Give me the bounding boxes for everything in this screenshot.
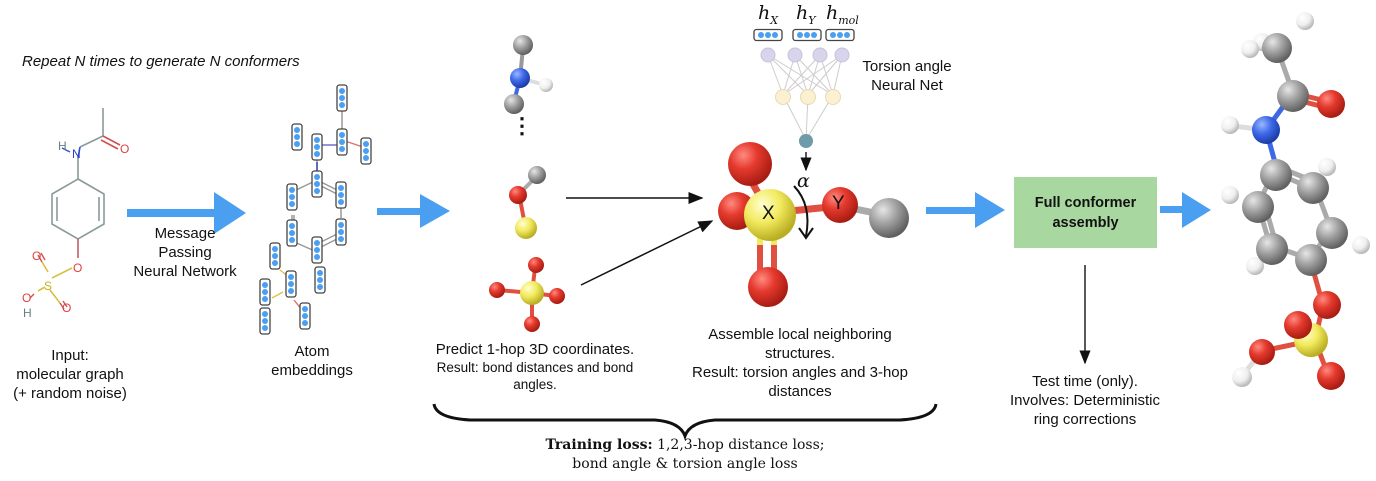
h-y-embedding [792, 28, 822, 42]
embeddings-caption-line: embeddings [271, 362, 353, 379]
atom-n-label: N [72, 147, 81, 161]
atom-embedding [269, 242, 281, 270]
assembly-box-line: Full conformer [1034, 194, 1137, 211]
h-subscript: Y [808, 13, 816, 27]
fragment-ester-oxygen [509, 166, 546, 239]
training-loss-heading: Training loss: [545, 437, 653, 453]
one-hop-caption: Predict 1-hop 3D coordinates. Result: bo… [400, 340, 670, 393]
atom-embedding [311, 170, 323, 198]
torsion-neural-net [753, 28, 855, 172]
atom-embedding [311, 236, 323, 264]
fragment-sulfonate [489, 257, 565, 332]
h-mol-label: hmol [826, 2, 859, 27]
flow-arrow [926, 192, 1005, 228]
test-time-note-line: Test time (only). [1032, 373, 1138, 390]
flow-arrow [1160, 192, 1211, 228]
atom-h-label: H [58, 139, 67, 153]
one-hop-caption-line: Predict 1-hop 3D coordinates. [435, 341, 635, 358]
atom-o-label: O [62, 301, 71, 315]
atom-embedding [360, 137, 372, 165]
embeddings-caption-line: Atom [294, 343, 330, 360]
h-y-label: hY [796, 2, 816, 27]
one-hop-caption-line: Result: bond distances and bond [436, 360, 634, 375]
flow-arrow [377, 194, 450, 228]
repeat-caption: Repeat N times to generate N conformers [22, 53, 300, 70]
fragment-amine [504, 35, 553, 114]
atom-o-label: O [120, 142, 129, 156]
atom-o-label: O [32, 249, 41, 263]
torsion-caption-line: distances [768, 383, 832, 400]
h-x-label: hX [758, 2, 778, 27]
training-loss-text: 1,2,3-hop distance loss; [652, 437, 825, 453]
local-structure [718, 142, 909, 307]
atom-embedding [259, 307, 271, 335]
alpha-label: α [797, 170, 810, 192]
training-brace [432, 403, 938, 441]
atom-embedding [286, 183, 298, 211]
atom-embedding [336, 84, 348, 112]
atom-embedding [285, 270, 297, 298]
test-time-note-line: Involves: Deterministic [1009, 392, 1161, 409]
training-loss-line: Training loss: 1,2,3-hop distance loss; [500, 436, 870, 455]
input-caption-line: Input: [51, 347, 89, 364]
torsion-caption: Assemble local neighboring structures. R… [660, 325, 940, 401]
final-conformer-3d [1221, 12, 1370, 390]
h-mol-embedding [825, 28, 855, 42]
ellipsis: ⋮ [511, 113, 533, 138]
atom-embedding [314, 266, 326, 294]
h-x-embedding [753, 28, 783, 42]
atom-embedding [335, 181, 347, 209]
h-symbol: h [826, 2, 839, 24]
assembly-box-line: assembly [1052, 214, 1119, 231]
mpnn-label: Message Passing Neural Network [125, 224, 245, 281]
full-conformer-assembly-box: Full conformer assembly [1014, 177, 1157, 248]
test-time-note: Test time (only). Involves: Deterministi… [1000, 372, 1170, 429]
atom-embedding [336, 128, 348, 156]
h-subscript: X [770, 13, 779, 27]
fragment-arrow [580, 220, 714, 286]
torsion-caption-line: Assemble local neighboring [708, 326, 892, 343]
torsion-caption-line: structures. [764, 345, 836, 362]
torsion-caption-line: Result: torsion angles and 3-hop [692, 364, 908, 381]
one-hop-caption-line: angles. [513, 377, 557, 392]
mpnn-label-line: Passing [158, 244, 212, 261]
atom-embedding [311, 133, 323, 161]
input-caption-line: molecular graph [16, 366, 124, 383]
input-molecule-graph: H N O O S O O O H [22, 108, 129, 320]
test-time-note-line: ring corrections [1033, 411, 1137, 428]
torsion-net-label: Torsion angle Neural Net [852, 57, 962, 95]
torsion-net-label-line: Neural Net [871, 77, 943, 94]
training-loss-line: bond angle & torsion angle loss [572, 456, 798, 472]
atom-s-label: S [44, 279, 52, 293]
atom-o-label: O [73, 261, 82, 275]
h-subscript: mol [838, 13, 859, 27]
torsion-net-label-line: Torsion angle [862, 58, 952, 75]
training-loss-caption: Training loss: 1,2,3-hop distance loss; … [500, 436, 870, 474]
atom-o-label: O [22, 291, 31, 305]
h-symbol: h [758, 2, 771, 24]
atom-embedding [286, 219, 298, 247]
embeddings-caption: Atom embeddings [262, 342, 362, 380]
atom-x-label: X [762, 203, 775, 224]
atom-embeddings-graph [259, 84, 372, 335]
input-caption: Input: molecular graph (+ random noise) [0, 346, 140, 403]
mpnn-label-line: Neural Network [133, 263, 237, 280]
atom-y-label: Y [832, 193, 845, 214]
atom-embedding [335, 218, 347, 246]
mpnn-arrow [127, 192, 246, 234]
atom-h-label: H [23, 306, 32, 320]
atom-embedding [291, 123, 303, 151]
input-caption-line: (+ random noise) [13, 385, 127, 402]
h-symbol: h [796, 2, 809, 24]
atom-embedding [299, 302, 311, 330]
mpnn-label-line: Message [154, 225, 216, 242]
atom-embedding [259, 278, 271, 306]
